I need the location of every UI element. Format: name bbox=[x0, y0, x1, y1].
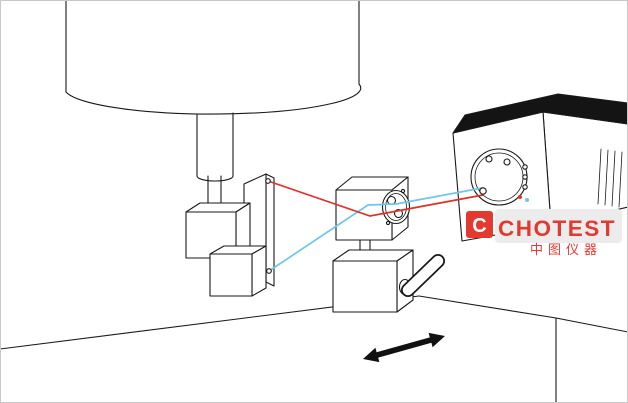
optic-aperture-outer-ring bbox=[381, 189, 411, 225]
logo-panel bbox=[495, 209, 622, 243]
magnetic-base-front-face bbox=[332, 260, 398, 313]
lower-block-front-face bbox=[209, 253, 253, 297]
indicator-dot-2 bbox=[522, 174, 528, 180]
spindle-nose-bottom-rim bbox=[196, 175, 234, 182]
measurement-beam-red bbox=[267, 180, 484, 217]
measurement-beam-cyan bbox=[268, 187, 483, 272]
target-beam-point-lower bbox=[266, 268, 272, 274]
spindle-body-bottom-rim bbox=[65, 83, 362, 115]
chotest-logo: C CHOTEST 中图仪器 bbox=[466, 209, 624, 258]
laser-body-side-face bbox=[542, 111, 628, 226]
machine-spindle bbox=[65, 0, 362, 205]
optic-aperture-inner-ring bbox=[385, 193, 407, 221]
aperture-screw-left bbox=[485, 155, 493, 163]
logo-brand-text: CHOTEST bbox=[498, 216, 616, 241]
blue-led-dot bbox=[525, 198, 529, 202]
laser-top-panel bbox=[452, 93, 628, 134]
logo-brand-text-cn: 中图仪器 bbox=[530, 243, 602, 258]
table-right-receding-edge bbox=[555, 317, 628, 333]
optic-screw-top bbox=[400, 188, 406, 194]
logo-mark-letter: C bbox=[472, 215, 486, 237]
red-led-dot bbox=[518, 195, 522, 199]
indicator-dot-1 bbox=[522, 164, 528, 170]
motion-direction-arrow bbox=[363, 332, 445, 363]
spindle-target-mount bbox=[185, 173, 275, 297]
indicator-dot-3 bbox=[522, 184, 528, 190]
target-beam-point-upper bbox=[265, 178, 271, 184]
optic-cube-front-face bbox=[335, 189, 393, 241]
laser-beam-port bbox=[479, 187, 487, 195]
vent-slots bbox=[597, 148, 623, 208]
clamp-lever-handle bbox=[402, 255, 444, 296]
logo-mark bbox=[466, 211, 493, 238]
laser-beams bbox=[265, 178, 487, 274]
logo-cn-backing bbox=[520, 240, 624, 257]
table-right-top-edge bbox=[418, 295, 557, 319]
aperture-screw-right bbox=[503, 158, 511, 166]
lower-block-right-face bbox=[251, 245, 267, 297]
interferometer-assembly bbox=[332, 176, 445, 313]
optic-screw-bottom bbox=[385, 220, 391, 226]
